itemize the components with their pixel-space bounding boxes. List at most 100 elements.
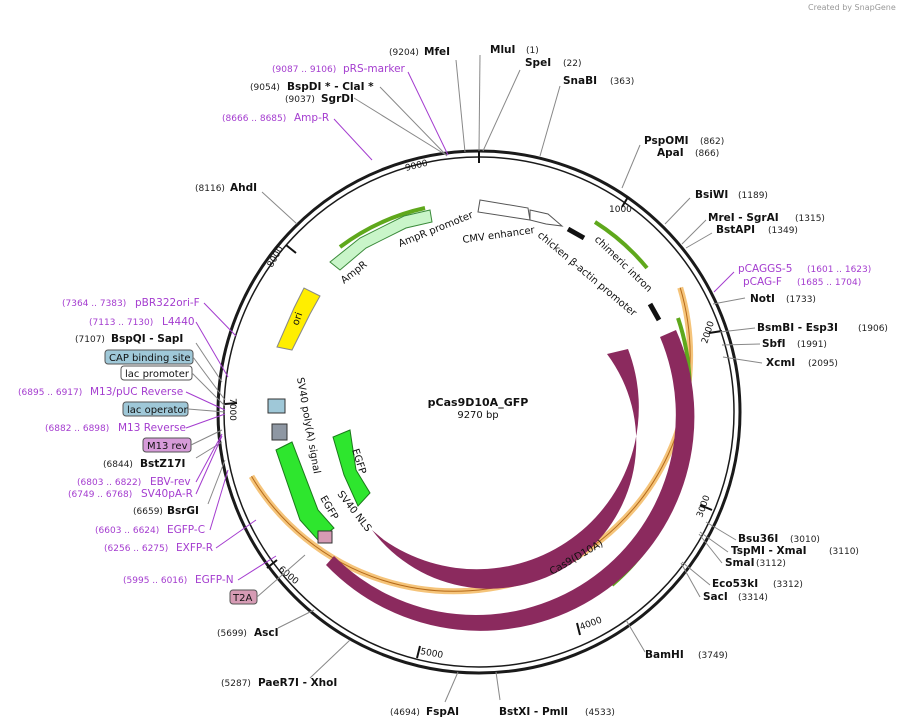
primer-egfp-c-pos: (6603 .. 6624)	[95, 526, 159, 536]
label-lac-operator: lac operator	[127, 405, 188, 416]
site-bsiwi: BsiWI	[695, 189, 728, 201]
site-bstz17i-pos: (6844)	[103, 460, 133, 470]
site-noti-pos: (1733)	[786, 295, 816, 305]
primer-exfp-r-pos: (6256 .. 6275)	[104, 544, 168, 554]
site-apai-pos: (866)	[695, 149, 719, 159]
primer-amp-r-pos: (8666 .. 8685)	[222, 114, 286, 124]
primer-amp-r: Amp-R	[294, 112, 329, 124]
site-eco53ki-pos: (3312)	[773, 580, 803, 590]
site-saci: SacI	[703, 591, 728, 603]
ampr-feature	[329, 209, 433, 271]
site-mlui-pos: (1)	[526, 46, 539, 56]
site-bstz17i: BstZ17I	[140, 458, 185, 470]
primer-egfp-c: EGFP-C	[167, 524, 205, 536]
site-xcmi-pos: (2095)	[808, 359, 838, 369]
primer-sv40pa-r: SV40pA-R	[141, 488, 193, 500]
primers: (9087 .. 9106) pRS-marker (8666 .. 8685)…	[18, 63, 871, 586]
site-fspai: FspAI	[426, 706, 459, 718]
primer-m13-reverse-pos: (6882 .. 6898)	[45, 424, 109, 434]
site-mlui: MluI	[490, 44, 515, 56]
primer-pcaggs-5: pCAGGS-5	[738, 263, 792, 275]
site-bamhi: BamHI	[645, 649, 684, 661]
primer-sv40pa-r-pos: (6749 .. 6768)	[68, 490, 132, 500]
site-mrei-sgrai-pos: (1315)	[795, 214, 825, 224]
site-sgrdi-pos: (9037)	[285, 95, 315, 105]
feature-cmv-enhancer: CMV enhancer	[462, 225, 536, 246]
primer-leaders	[185, 71, 735, 581]
label-m13-rev: M13 rev	[147, 441, 188, 452]
site-fspai-pos: (4694)	[390, 708, 420, 718]
site-bstapi: BstAPI	[716, 224, 755, 236]
plasmid-size: 9270 bp	[457, 410, 498, 421]
sv40-polya-box	[271, 423, 288, 441]
site-bamhi-pos: (3749)	[698, 651, 728, 661]
cmv-enhancer-feature	[477, 199, 531, 221]
site-sbfi: SbfI	[762, 338, 786, 350]
primer-prs-marker-pos: (9087 .. 9106)	[272, 65, 336, 75]
lac-box	[267, 398, 286, 414]
primer-pbr322ori-f: pBR322ori-F	[135, 297, 200, 309]
primer-pcag-f: pCAG-F	[743, 276, 782, 288]
site-bspqi-sapi: BspQI - SapI	[111, 333, 183, 345]
primer-pcaggs-5-pos: (1601 .. 1623)	[807, 265, 871, 275]
site-mrei-sgrai: MreI - SgrAI	[708, 212, 779, 224]
site-bsu36i: Bsu36I	[738, 533, 778, 545]
label-cap-binding-site: CAP binding site	[109, 353, 191, 364]
plasmid-name: pCas9D10A_GFP	[428, 396, 529, 409]
intron-mark	[566, 226, 586, 241]
site-bspdi-clai: BspDI * - ClaI *	[287, 81, 374, 93]
site-paer7i-xhoi: PaeR7I - XhoI	[258, 677, 337, 689]
chicken-actin-feature	[529, 209, 564, 227]
primer-m13-puc-reverse-pos: (6895 .. 6917)	[18, 388, 82, 398]
primer-pcag-f-pos: (1685 .. 1704)	[797, 278, 861, 288]
site-apai: ApaI	[657, 147, 684, 159]
primer-prs-marker: pRS-marker	[343, 63, 406, 75]
tick-label-6000: 6000	[276, 565, 300, 588]
site-bspqi-sapi-pos: (7107)	[75, 335, 105, 345]
orf-arrow-6	[338, 206, 426, 249]
orf-ring-cas9	[248, 286, 694, 595]
tick-marks	[224, 151, 723, 659]
t2a-box	[317, 530, 333, 544]
primer-pbr322ori-f-pos: (7364 .. 7383)	[62, 299, 126, 309]
cas9-arc	[372, 349, 639, 589]
site-eco53ki: Eco53kI	[712, 578, 758, 590]
primer-egfp-n-pos: (5995 .. 6016)	[123, 576, 187, 586]
site-bstapi-pos: (1349)	[768, 226, 798, 236]
site-paer7i-xhoi-pos: (5287)	[221, 679, 251, 689]
site-bsmbi-esp3i: BsmBI - Esp3I	[757, 322, 838, 334]
site-bsrgi-pos: (6659)	[133, 507, 163, 517]
primer-l4440: L4440	[162, 316, 195, 328]
site-asci: AscI	[254, 627, 279, 639]
primer-m13-reverse: M13 Reverse	[118, 422, 186, 434]
primer-l4440-pos: (7113 .. 7130)	[89, 318, 153, 328]
tick-label-4000: 4000	[579, 615, 604, 632]
site-smai: SmaI	[725, 557, 755, 569]
tick-label-1000: 1000	[609, 205, 632, 215]
site-sgrdi: SgrDI	[321, 93, 354, 105]
egfp-arrow-inner	[332, 429, 371, 507]
snapgene-watermark: Created by SnapGene	[808, 3, 896, 12]
site-pspomi: PspOMI	[644, 135, 689, 147]
site-leaders	[195, 54, 763, 703]
primer-m13-puc-reverse: M13/pUC Reverse	[90, 386, 183, 398]
orf-arrow-1	[593, 220, 649, 270]
site-pspomi-pos: (862)	[700, 137, 724, 147]
site-bsu36i-pos: (3010)	[790, 535, 820, 545]
primer-ebv-rev: EBV-rev	[150, 476, 191, 488]
site-noti: NotI	[750, 293, 775, 305]
site-spei: SpeI	[525, 57, 551, 69]
site-ahdi-pos: (8116)	[195, 184, 225, 194]
primer-egfp-n: EGFP-N	[195, 574, 234, 586]
tick-label-7000: 7000	[227, 398, 237, 421]
intron-mark-2	[647, 302, 662, 322]
egfp-arrow-outer	[275, 441, 335, 541]
site-spei-pos: (22)	[563, 59, 581, 69]
site-xcmi: XcmI	[766, 357, 795, 369]
site-sbfi-pos: (1991)	[797, 340, 827, 350]
site-asci-pos: (5699)	[217, 629, 247, 639]
boxed-feature-labels: CAP binding site lac promoter lac operat…	[104, 349, 258, 605]
site-mfei-pos: (9204)	[389, 48, 419, 58]
label-t2a: T2A	[232, 593, 252, 604]
site-tspmi-xmai: TspMI - XmaI	[731, 545, 807, 557]
